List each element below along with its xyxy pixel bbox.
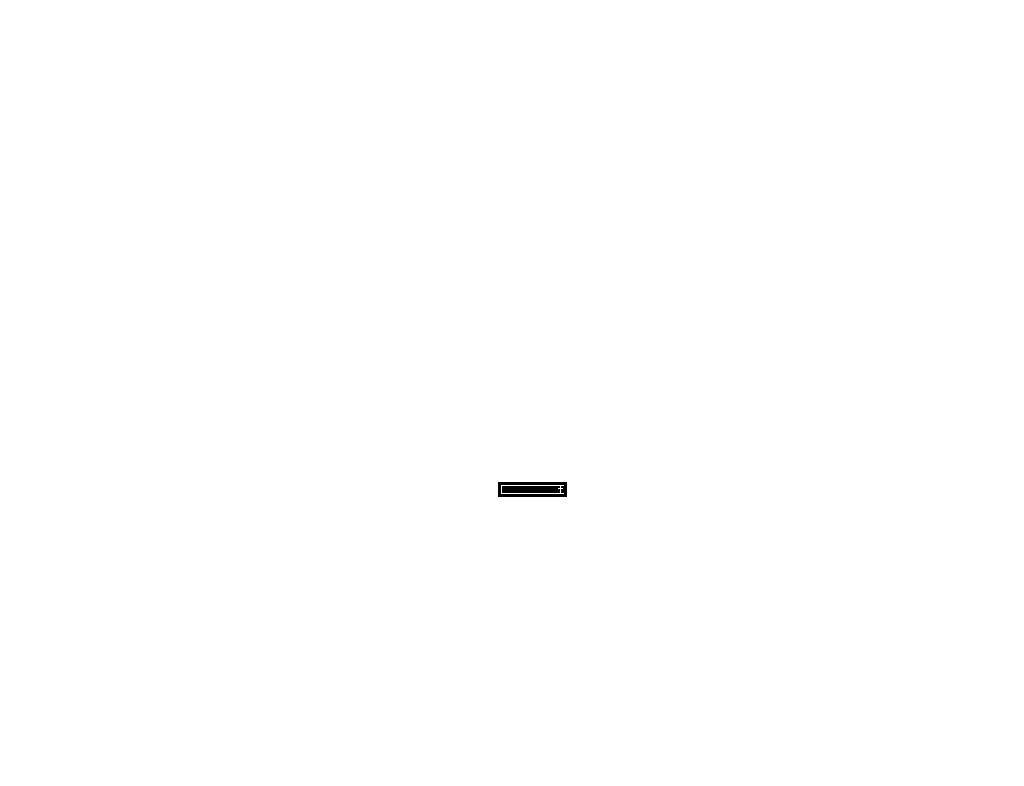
loading-progress-bar: [498, 482, 567, 497]
progress-track: [501, 486, 564, 493]
progress-rail-top: [501, 485, 564, 486]
progress-cap-left: [501, 485, 502, 494]
progress-cap-right-tick: [558, 488, 563, 489]
progress-rail-bottom: [501, 493, 564, 494]
progress-cap-right: [560, 485, 561, 494]
